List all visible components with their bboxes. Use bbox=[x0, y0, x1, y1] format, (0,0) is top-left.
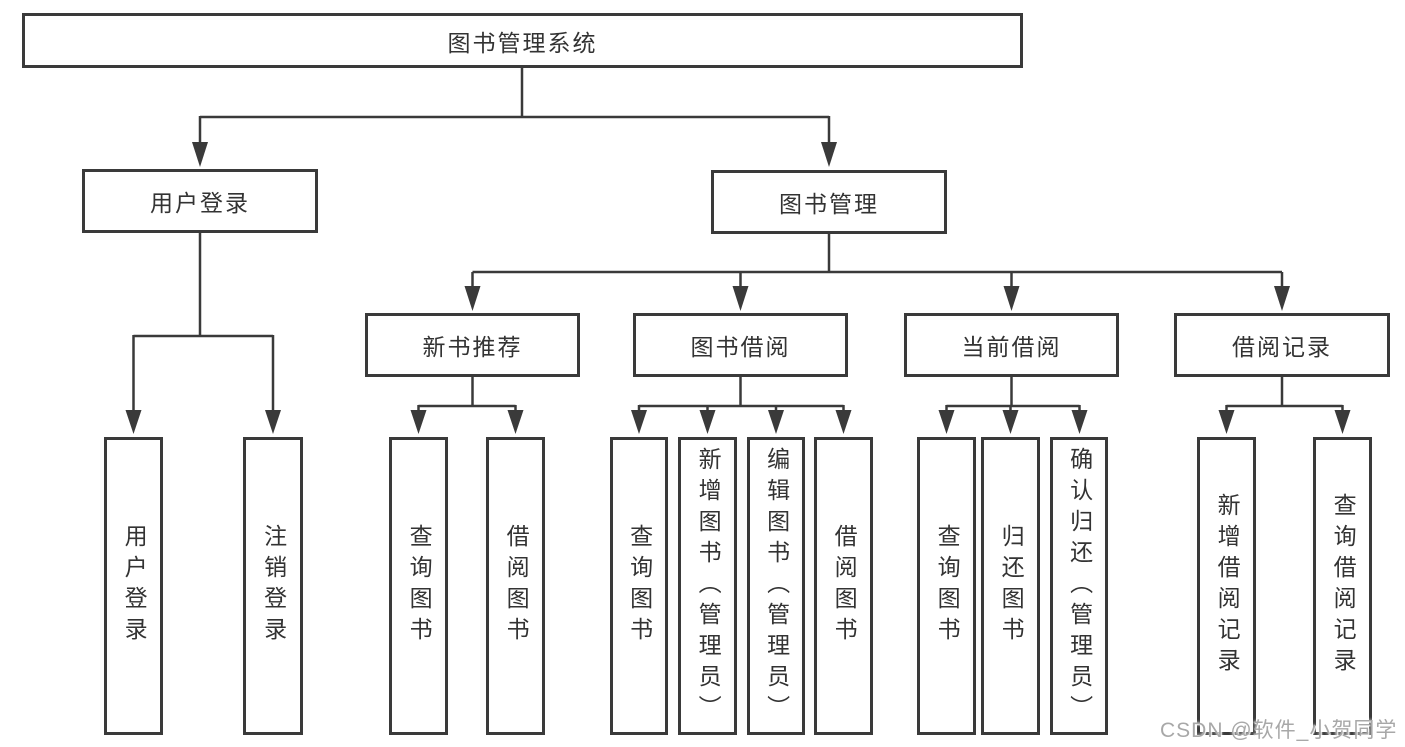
leaf-user-login: 用户登录 bbox=[104, 437, 163, 735]
leaf-return-book: 归还图书 bbox=[981, 437, 1040, 735]
node-label: 当前借阅 bbox=[961, 334, 1062, 360]
arrowheads bbox=[125, 142, 1351, 434]
watermark: CSDN @软件_小贺同学 bbox=[1160, 719, 1398, 742]
leaf-label: 借阅图书 bbox=[831, 524, 858, 648]
leaf-label: 新增借阅记录 bbox=[1214, 493, 1241, 679]
node-new-book-recommend: 新书推荐 bbox=[365, 313, 580, 377]
node-current-borrowing: 当前借阅 bbox=[904, 313, 1119, 377]
leaf-label: 编辑图书（管理员） bbox=[763, 446, 790, 726]
node-book-management: 图书管理 bbox=[711, 170, 947, 234]
node-label: 图书管理系统 bbox=[447, 29, 598, 56]
leaf-query-book-2: 查询图书 bbox=[610, 437, 668, 735]
leaf-query-book-3: 查询图书 bbox=[917, 437, 976, 735]
leaf-label: 归还图书 bbox=[998, 524, 1025, 648]
leaf-label: 查询图书 bbox=[934, 524, 961, 648]
node-borrowing-records: 借阅记录 bbox=[1174, 313, 1390, 377]
leaf-query-book-1: 查询图书 bbox=[389, 437, 448, 735]
node-label: 新书推荐 bbox=[422, 334, 523, 360]
leaf-label: 注销登录 bbox=[260, 524, 287, 648]
leaf-label: 查询图书 bbox=[626, 524, 653, 648]
leaf-label: 确认归还（管理员） bbox=[1066, 446, 1093, 726]
leaf-label: 借阅图书 bbox=[503, 524, 530, 648]
node-user-login: 用户登录 bbox=[82, 169, 318, 233]
node-library-management-system: 图书管理系统 bbox=[22, 13, 1023, 68]
leaf-borrow-book-1: 借阅图书 bbox=[486, 437, 545, 735]
node-label: 图书借阅 bbox=[690, 334, 791, 360]
leaf-label: 新增图书（管理员） bbox=[695, 446, 722, 726]
leaf-query-borrow-record: 查询借阅记录 bbox=[1313, 437, 1372, 735]
node-label: 借阅记录 bbox=[1232, 334, 1332, 360]
leaf-label: 查询借阅记录 bbox=[1330, 493, 1357, 679]
node-label: 用户登录 bbox=[150, 190, 250, 216]
leaf-add-book-admin: 新增图书（管理员） bbox=[678, 437, 737, 735]
leaf-confirm-return-admin: 确认归还（管理员） bbox=[1050, 437, 1108, 735]
leaf-edit-book-admin: 编辑图书（管理员） bbox=[747, 437, 805, 735]
leaf-logout: 注销登录 bbox=[243, 437, 303, 735]
leaf-borrow-book-2: 借阅图书 bbox=[814, 437, 873, 735]
leaf-label: 查询图书 bbox=[406, 524, 433, 648]
leaf-label: 用户登录 bbox=[121, 524, 148, 648]
node-label: 图书管理 bbox=[779, 191, 879, 217]
node-book-borrowing: 图书借阅 bbox=[633, 313, 848, 377]
leaf-add-borrow-record: 新增借阅记录 bbox=[1197, 437, 1256, 735]
